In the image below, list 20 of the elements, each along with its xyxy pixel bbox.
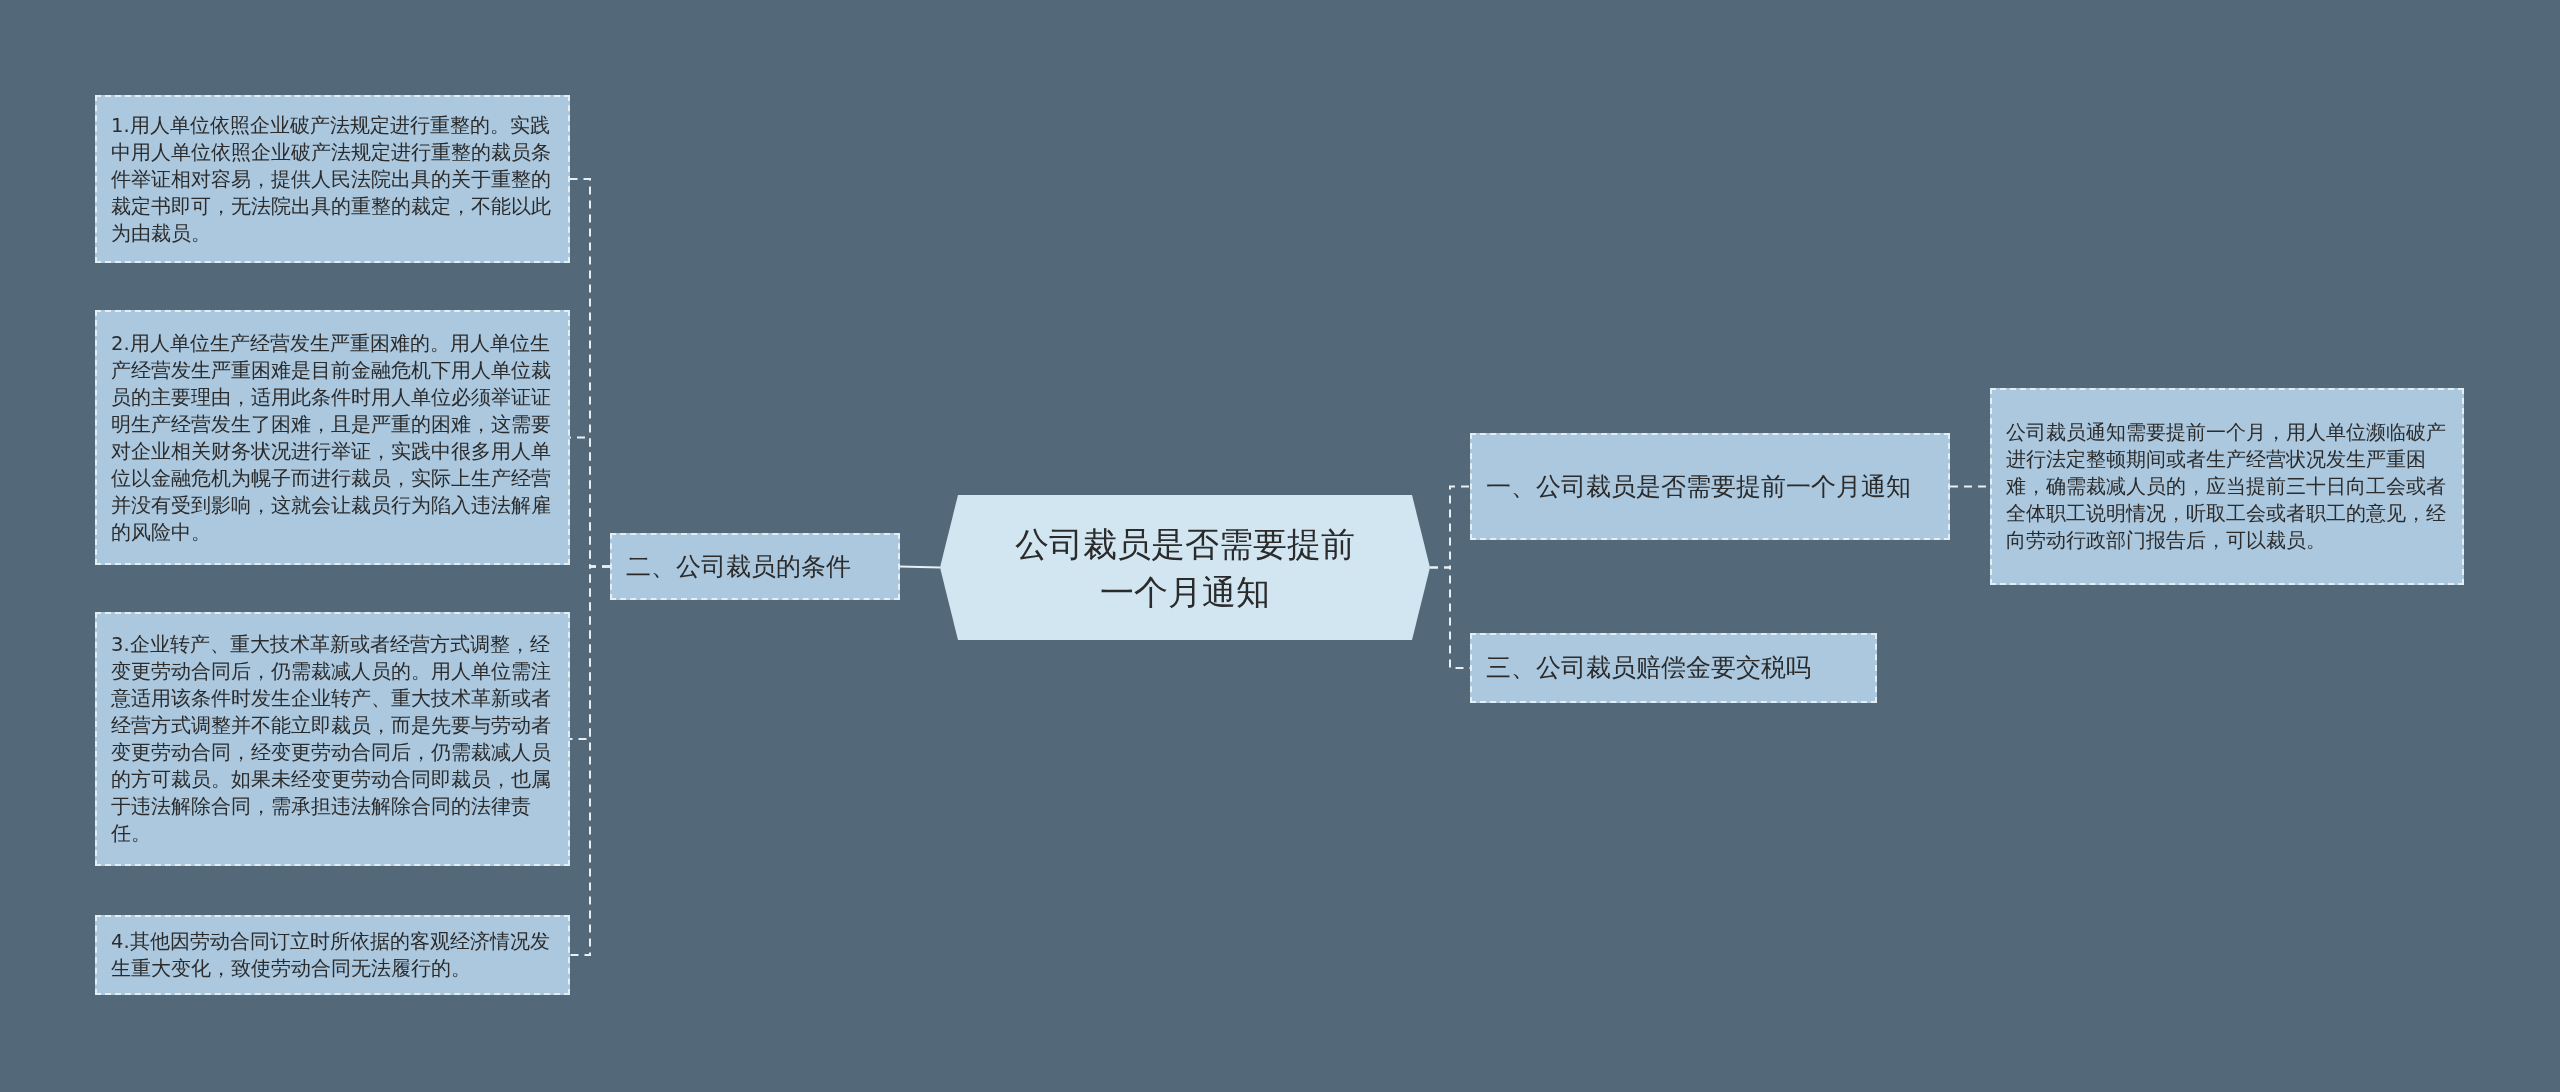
node-text: 二、公司裁员的条件 (626, 550, 851, 583)
node-text: 3.企业转产、重大技术革新或者经营方式调整，经变更劳动合同后，仍需裁减人员的。用人单位需注意适用该条件时发生企业转产、重大技术革新或者经营方式调整并不能立即裁员，而是先要与劳动者变更劳动合同，经变更劳动合同后，仍需裁减人员的方可裁员。如果未经变更劳动合同即裁员，也属于违法解除合同，需承担违法解除合同的法律责任。 (111, 632, 552, 847)
topic-box (1470, 433, 1950, 540)
text-box (1990, 388, 2464, 585)
node-text: 三、公司裁员赔偿金要交税吗 (1486, 652, 1811, 684)
node-text: 2.用人单位生产经营发生严重困难的。用人单位生产经营发生严重困难是目前金融危机下用人单位裁员的主要理由，适用此条件时用人单位必须举证证明生产经营发生了困难，且是严重的困难，这需要对企业相关财务状况进行举证，实践中很多用人单位以金融危机为幌子而进行裁员，实际上生产经营并没有受到影响，这就会让裁员行为陷入违法解雇的风险中。 (111, 330, 552, 546)
connector-line (569, 565, 611, 956)
text-box (95, 95, 570, 263)
node-text: 4.其他因劳动合同订立时所依据的客观经济情况发生重大变化，致使劳动合同无法履行的。 (111, 929, 551, 982)
topic-box (610, 533, 900, 600)
node-text: 1.用人单位依照企业破产法规定进行重整的。实践中用人单位依照企业破产法规定进行重整的裁员条件举证相对容易，提供人民法院出具的关于重整的裁定书即可，无法院出具的重整的裁定，不能以此为由裁员。 (111, 112, 552, 247)
node-text: 公司裁员是否需要提前一个月通知 (1014, 522, 1356, 614)
text-box (95, 915, 570, 995)
text-box (95, 612, 570, 866)
topic-box (1470, 633, 1877, 703)
node-text: 公司裁员通知需要提前一个月，用人单位濒临破产进行法定整顿期间或者生产经营状况发生严重困难，确需裁减人员的，应当提前三十日向工会或者全体职工说明情况，听取工会或者职工的意见，经向劳动行政部门报告后，可以裁员。 (2006, 420, 2447, 554)
connector-line (899, 565, 941, 569)
topic-hexagon (940, 495, 1430, 640)
text-box (95, 310, 570, 565)
node-text: 一、公司裁员是否需要提前一个月通知 (1486, 470, 1911, 503)
